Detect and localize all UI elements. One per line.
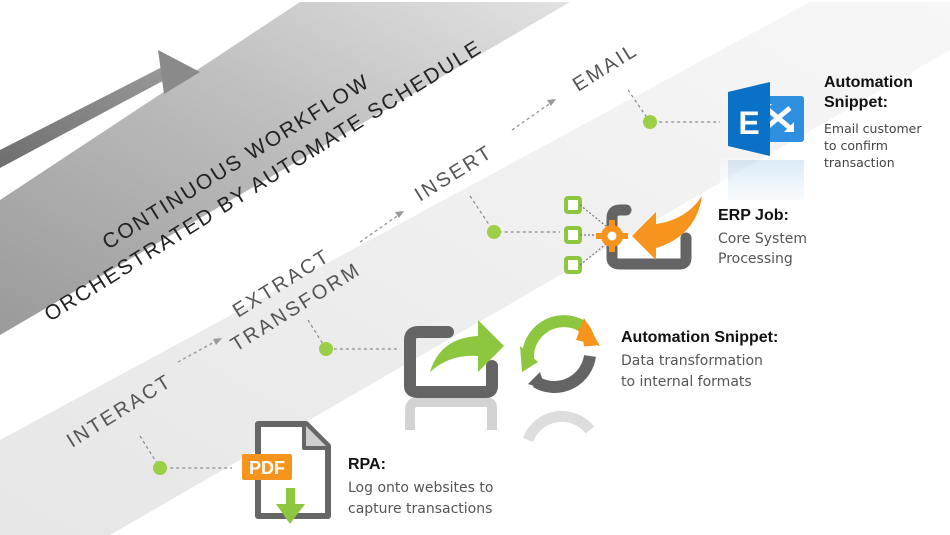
card-desc-rpa-line1: Log onto websites to (348, 480, 494, 496)
refresh-icon-reflection (522, 410, 595, 443)
card-title-rpa: RPA: (348, 456, 386, 473)
flow-arrow-transform-insert (359, 213, 401, 243)
connector-dot-erp (487, 225, 501, 239)
flow-arrows (177, 101, 553, 363)
dark-band (0, 2, 570, 335)
card-desc-transform-line2: to internal formats (621, 374, 752, 390)
share-icon (404, 320, 504, 398)
checkbox-icon (564, 226, 582, 244)
exchange-letter: E (738, 105, 759, 141)
reflection-fade (720, 158, 820, 208)
pdf-badge (242, 454, 292, 480)
card-title-erp: ERP Job: (718, 207, 789, 224)
pdf-badge-label: PDF (249, 458, 285, 478)
flow-arrowheads (213, 99, 556, 345)
gear-icon (596, 220, 628, 252)
card-desc-erp-line2: Processing (718, 251, 793, 267)
card-desc-email-line1: Email customer (824, 121, 922, 136)
card-title-email-line1: Automation (824, 74, 913, 91)
step-label-email: EMAIL (569, 39, 642, 96)
pdf-download-icon: PDF (242, 421, 331, 524)
card-desc-rpa-line2: capture transactions (348, 501, 493, 517)
flow-arrow-insert-email (511, 101, 553, 131)
card-desc-email-line3: transaction (824, 155, 895, 170)
connector-dots (153, 115, 657, 475)
connector-dot-rpa (153, 461, 167, 475)
flow-arrow-interact-extract (177, 339, 219, 363)
checkbox-icon (564, 256, 582, 274)
refresh-icon (520, 315, 600, 394)
card-title-email-line2: Snippet: (824, 94, 888, 111)
exchange-icon: E (728, 82, 804, 156)
big-arrow-icon (0, 50, 200, 168)
checkbox-icon (564, 196, 582, 214)
card-desc-erp-line1: Core System (718, 231, 808, 247)
connector-dot-email (643, 115, 657, 129)
card-desc-email-line2: to confirm (824, 138, 888, 153)
erp-import-icon (564, 196, 702, 274)
card-title-transform: Automation Snippet: (621, 329, 779, 346)
share-icon-reflection (405, 397, 497, 430)
card-desc-transform-line1: Data transformation (621, 353, 763, 369)
connector-dot-transform (319, 342, 333, 356)
